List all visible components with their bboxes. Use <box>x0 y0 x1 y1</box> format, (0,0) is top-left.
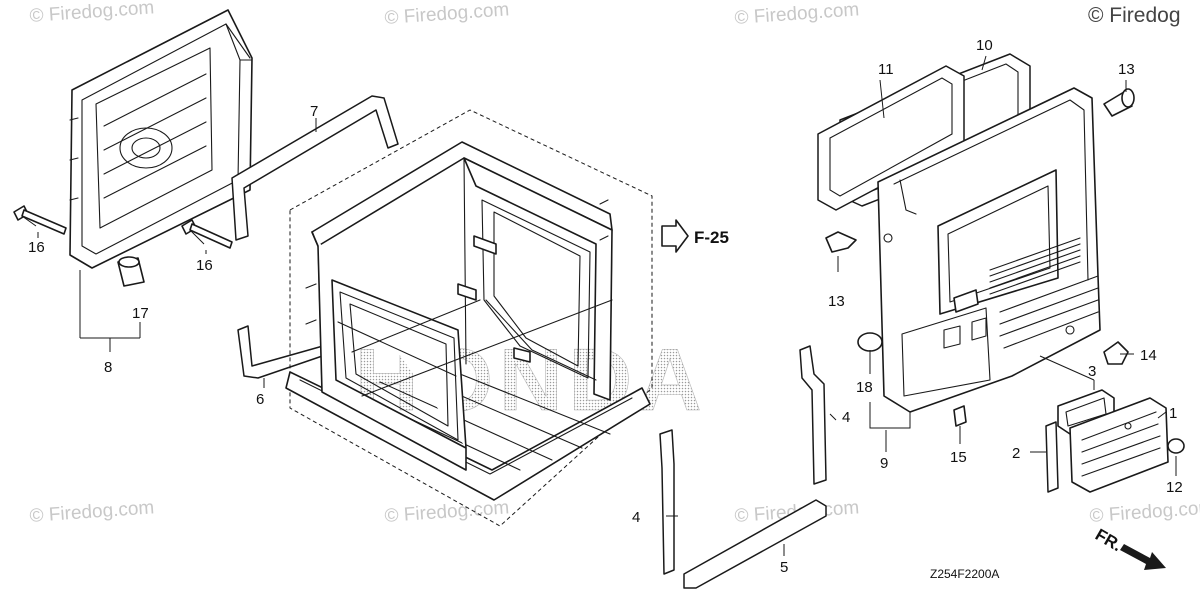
watermark-text: © Firedog.com <box>734 0 860 29</box>
callout-part-16-left: 16 <box>28 239 45 256</box>
watermark-text: © Firedog.com <box>384 0 510 29</box>
front-arrow-icon <box>1120 544 1166 570</box>
callout-part-5: 5 <box>780 559 788 576</box>
watermark-text: © Firedog.com <box>384 497 510 527</box>
collar-nut <box>117 256 145 287</box>
callout-part-3: 3 <box>1088 363 1096 380</box>
front-marker-label: FR. <box>1092 525 1125 555</box>
callout-part-4-right: 4 <box>842 409 850 426</box>
callout-part-14: 14 <box>1140 347 1157 364</box>
watermark-text: © Firedog.com <box>1089 497 1200 527</box>
louver-cover <box>1069 397 1169 493</box>
watermark-text: © Firedog.com <box>29 497 155 527</box>
callout-part-6: 6 <box>256 391 264 408</box>
screw-top-head <box>1121 88 1135 108</box>
callout-part-10: 10 <box>976 37 993 54</box>
reference-arrow-label: F-25 <box>694 228 729 247</box>
screw-right <box>1167 438 1185 454</box>
callout-part-16-mid: 16 <box>196 257 213 274</box>
callout-part-2: 2 <box>1012 445 1020 462</box>
screw-left <box>825 231 857 253</box>
cover-seal-strip <box>1045 421 1059 493</box>
rubber-seal-left <box>237 325 335 379</box>
callout-part-7: 7 <box>310 103 318 120</box>
grommet <box>857 332 883 352</box>
rubber-seal-bottom <box>683 499 827 589</box>
callout-part-4-left: 4 <box>632 509 640 526</box>
rubber-seal-left-vertical <box>659 429 675 575</box>
flange-bolt-mid <box>181 219 233 249</box>
callout-part-11: 11 <box>878 61 894 78</box>
cap-nut <box>1103 341 1129 365</box>
callout-part-13-left: 13 <box>828 293 845 310</box>
part-callouts: 1 2 3 4 4 5 6 7 8 9 10 11 12 13 13 14 15… <box>28 37 1183 576</box>
callout-part-1: 1 <box>1169 405 1177 422</box>
watermark-text: © Firedog.com <box>29 0 155 27</box>
callout-part-12: 12 <box>1166 479 1183 496</box>
rubber-seal-right-vertical <box>799 345 827 485</box>
leader-lines <box>21 55 1177 556</box>
callout-part-8: 8 <box>104 359 112 376</box>
callout-part-9: 9 <box>880 455 888 472</box>
diagram-code: Z254F2200A <box>930 567 999 581</box>
frame-assembly-boundary <box>289 109 653 527</box>
callout-part-18: 18 <box>856 379 873 396</box>
callout-part-17: 17 <box>132 305 149 322</box>
watermark-corner-text: © Firedog <box>1088 4 1181 27</box>
callout-part-15: 15 <box>950 449 967 466</box>
callout-part-13-top: 13 <box>1118 61 1135 78</box>
rubber-seal-upper <box>231 95 399 241</box>
rear-panel <box>69 9 253 269</box>
clip-nut <box>953 405 967 427</box>
arrow-right-icon <box>661 219 689 253</box>
front-marker: FR. <box>1092 525 1166 570</box>
flange-bolt-left <box>13 205 67 235</box>
reference-arrow: F-25 <box>661 219 729 253</box>
watermark-layer: © Firedog.com © Firedog.com © Firedog.co… <box>29 0 1200 527</box>
control-panel-cover <box>877 87 1101 413</box>
main-frame <box>285 141 651 501</box>
